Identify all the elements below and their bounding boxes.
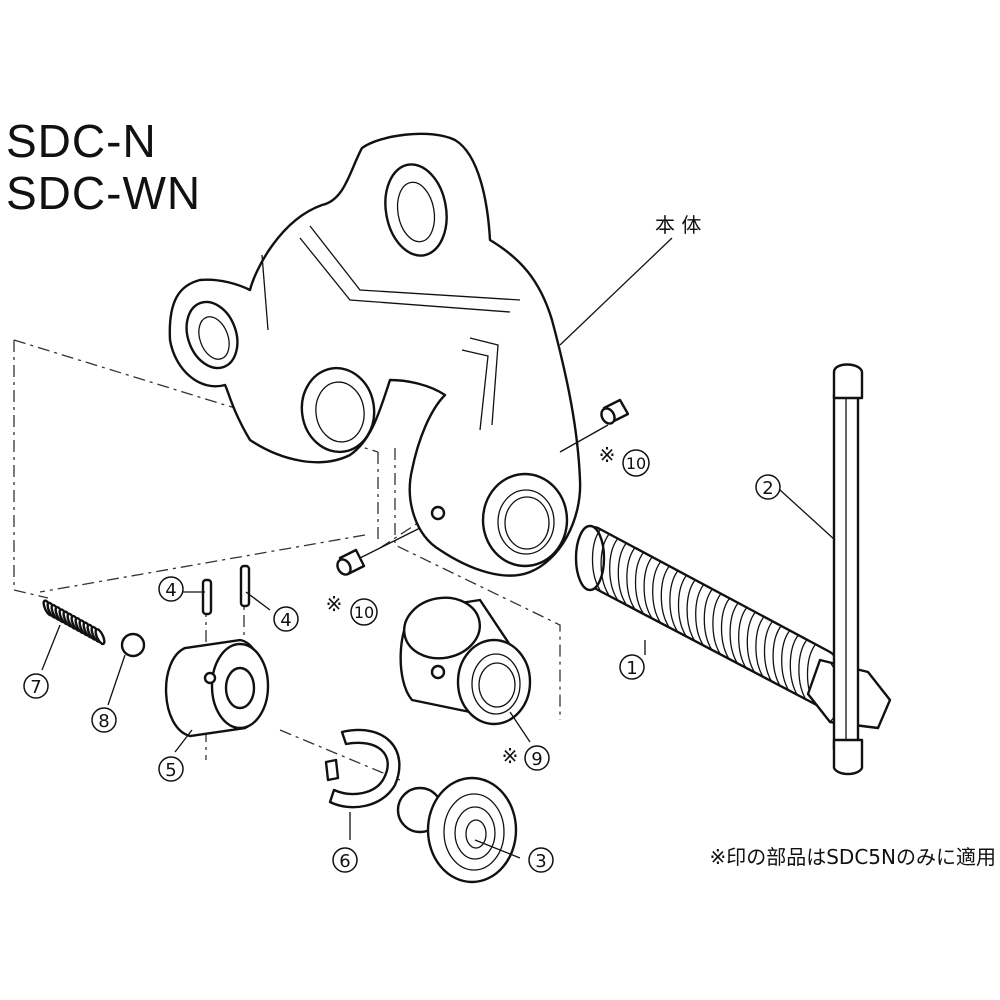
svg-text:10: 10 [354,603,374,622]
callout-10-upper: ※ 10 [599,443,650,477]
callout-2: 2 [755,474,781,500]
body-label: 本 体 [655,213,701,237]
svg-text:4: 4 [165,580,176,601]
set-screw-hole [430,505,446,521]
svg-text:※: ※ [502,744,519,768]
pin-right [239,564,251,608]
callout-5: 5 [158,756,184,782]
model-title-1: SDC-N [6,115,157,167]
svg-text:1: 1 [626,658,637,679]
pin-left [201,578,213,616]
svg-text:※: ※ [599,443,616,467]
callout-9: ※ 9 [502,744,550,771]
applicability-note: ※印の部品はSDC5Nのみに適用 [709,845,996,869]
steel-ball [120,632,146,658]
clamp-main-body [168,132,582,577]
svg-text:※: ※ [326,592,343,616]
handle-bar [832,363,864,776]
retaining-ring [324,728,401,809]
set-screw-upper [600,398,630,425]
callout-6: 6 [332,847,358,873]
callout-7: 7 [23,673,49,699]
callout-8: 8 [91,707,117,733]
model-title-2: SDC-WN [6,167,202,219]
svg-text:10: 10 [626,454,646,473]
callout-10-lower: ※ 10 [326,592,378,626]
callout-4-right: 4 [273,606,299,632]
collar [164,638,270,738]
callout-4-left: 4 [158,576,184,602]
threaded-bushing [399,596,532,726]
svg-text:9: 9 [531,749,542,770]
svg-text:6: 6 [339,851,350,872]
callout-1: 1 [619,654,645,680]
svg-text:7: 7 [30,677,41,698]
svg-text:4: 4 [280,610,291,631]
svg-text:5: 5 [165,760,176,781]
swivel-pad [396,776,518,884]
spring [42,599,106,646]
leader-lines [41,489,836,859]
svg-text:3: 3 [535,851,546,872]
callout-3: 3 [528,847,554,873]
svg-text:2: 2 [762,478,773,499]
svg-text:8: 8 [98,711,109,732]
set-screw-lower [336,548,366,576]
